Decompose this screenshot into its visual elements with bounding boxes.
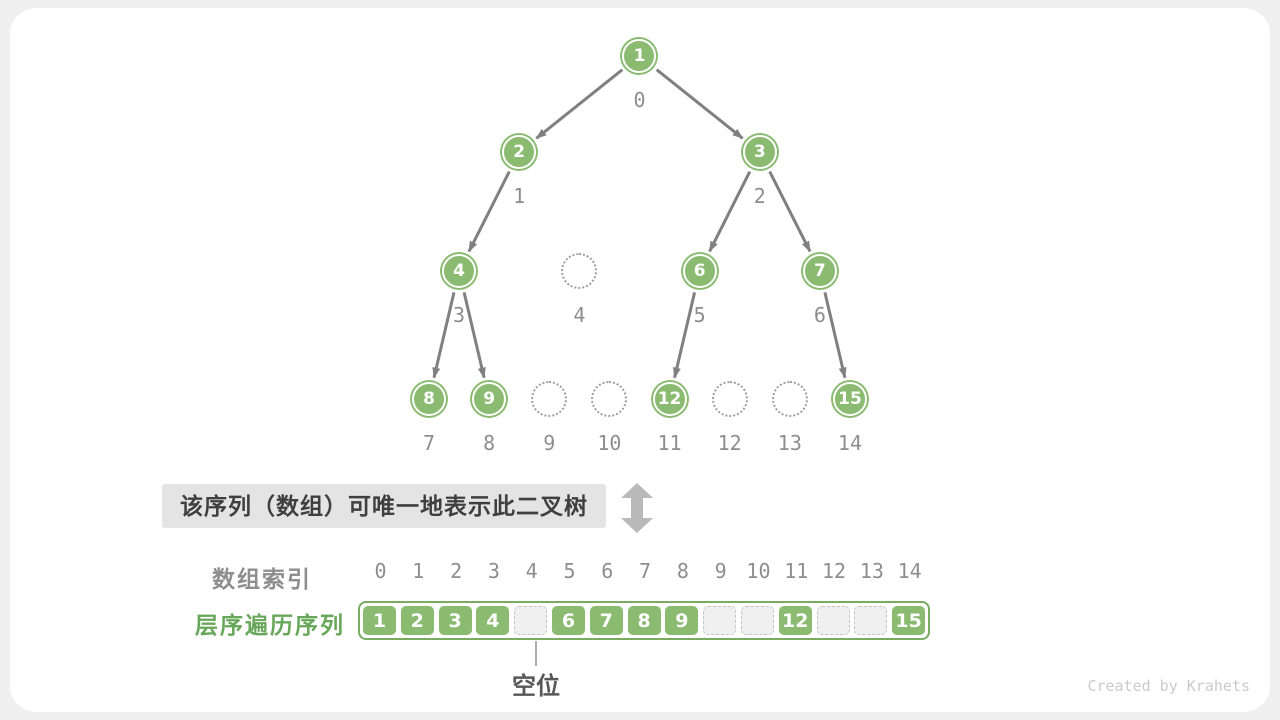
tree-node: 4 (442, 254, 477, 288)
array-index: 0 (374, 559, 387, 583)
array-cell: 1 (363, 606, 396, 635)
array-index: 5 (563, 559, 576, 583)
array-index: 11 (784, 559, 809, 583)
tree-index-label: 8 (483, 431, 496, 455)
array-index: 3 (487, 559, 500, 583)
tree-edge (655, 68, 744, 140)
updown-arrow-icon (621, 483, 653, 533)
array-cell: 15 (892, 606, 926, 635)
tree-index-label: 10 (597, 431, 622, 455)
array-index: 14 (897, 559, 922, 583)
tree-node: 9 (472, 382, 507, 416)
tree-index-label: 6 (813, 303, 826, 327)
tree-node: 2 (502, 135, 537, 169)
tree-index-label: 14 (837, 431, 863, 455)
watermark: Created by Krahets (1087, 677, 1250, 695)
tree-index-label: 2 (753, 184, 766, 208)
array-index: 12 (822, 559, 847, 583)
tree-index-label: 5 (693, 303, 706, 327)
array-cell: 6 (551, 606, 585, 635)
array-index: 2 (450, 559, 463, 583)
empty-slot-pointer-line (535, 641, 537, 666)
empty-slot-label: 空位 (512, 673, 560, 700)
tree-node-empty (561, 253, 598, 289)
caption-box: 该序列（数组）可唯一地表示此二叉树 (162, 484, 606, 528)
array-cell: 7 (589, 606, 623, 635)
array-cell: 2 (400, 606, 434, 635)
tree-edge (535, 68, 624, 140)
array-cell-empty (740, 606, 774, 635)
tree-index-label: 3 (453, 303, 466, 327)
tree-node: 15 (832, 382, 867, 416)
array-cell: 4 (476, 606, 510, 635)
array-index-label: 数组索引 (212, 566, 312, 592)
tree-node-empty (711, 381, 748, 417)
array-cell-empty (854, 606, 888, 635)
array-index: 7 (639, 559, 652, 583)
tree-index-label: 0 (633, 88, 646, 112)
tree-index-label: 7 (422, 431, 436, 455)
level-order-sequence-label: 层序遍历序列 (195, 612, 345, 638)
tree-index-label: 12 (717, 431, 742, 455)
array-index: 8 (676, 559, 689, 583)
array-index: 1 (412, 559, 425, 583)
tree-index-label: 11 (657, 431, 682, 455)
array-index: 6 (601, 559, 614, 583)
tree-index-label: 1 (513, 184, 526, 208)
array-cell: 12 (778, 606, 812, 635)
tree-node: 12 (652, 382, 687, 416)
tree-node: 6 (682, 254, 717, 288)
array-cell: 8 (627, 606, 661, 635)
array-cell-empty (703, 606, 737, 635)
tree-node: 8 (412, 382, 446, 416)
tree-node-empty (531, 381, 568, 417)
array-index: 13 (859, 559, 884, 583)
array-cell-empty (514, 606, 548, 635)
tree-node: 7 (802, 254, 837, 288)
tree-node-empty (591, 381, 628, 417)
tree-node-empty (771, 381, 808, 417)
tree-node: 1 (622, 39, 657, 73)
array-cell: 3 (438, 606, 472, 635)
array-index: 9 (714, 559, 727, 583)
tree-index-label: 9 (543, 431, 556, 455)
tree-index-label: 13 (777, 431, 802, 455)
tree-node: 3 (742, 135, 777, 169)
tree-index-label: 4 (573, 303, 586, 327)
array-cell: 9 (665, 606, 699, 635)
array-cell-empty (816, 606, 850, 635)
array-index: 4 (525, 559, 538, 583)
array-index: 10 (746, 559, 771, 583)
